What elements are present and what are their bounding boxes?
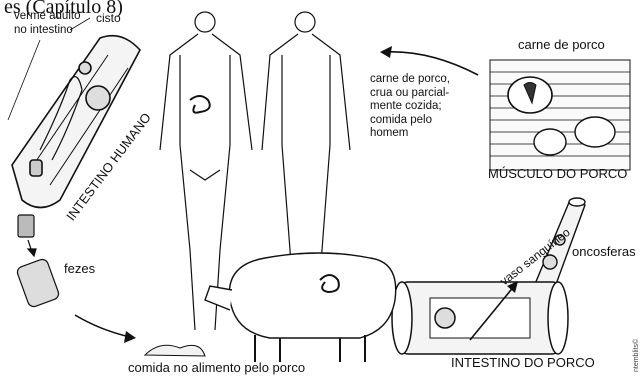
cyst-label: cisto (96, 11, 121, 25)
arrow-head (124, 331, 136, 343)
eating-note: carne de porco, crua ou parcial- mente c… (370, 73, 450, 139)
oncospheres-label: oncosferas (572, 244, 636, 259)
arrow-to-pig-food (74, 314, 131, 338)
credit-label: ntemblits© (633, 338, 640, 372)
pig-intestine-label: INTESTINO DO PORCO (451, 355, 595, 370)
arrow-oncosphere-to-vessel (469, 284, 516, 341)
feces-label: fezes (64, 261, 96, 276)
adult-worm-label: verme adulto no intestino (14, 10, 81, 36)
pig-intestine-illustration (391, 281, 569, 355)
pig-food-pile (143, 344, 206, 357)
feces-illustration (16, 214, 60, 308)
pig-illustration (204, 252, 397, 362)
human-intestine-illustration (7, 17, 141, 209)
top-text-fragment: es (Capítulo 8) (4, 0, 123, 18)
pig-muscle-illustration (489, 59, 631, 171)
arrow-head (380, 46, 392, 58)
pig-muscle-label: MÚSCULO DO PORCO (488, 166, 628, 181)
arrow-head (507, 281, 518, 293)
pork-meat-label: carne de porco (518, 37, 605, 52)
pig-food-label: comida no alimento pelo porco (128, 360, 306, 375)
arrow-to-human (384, 51, 479, 76)
